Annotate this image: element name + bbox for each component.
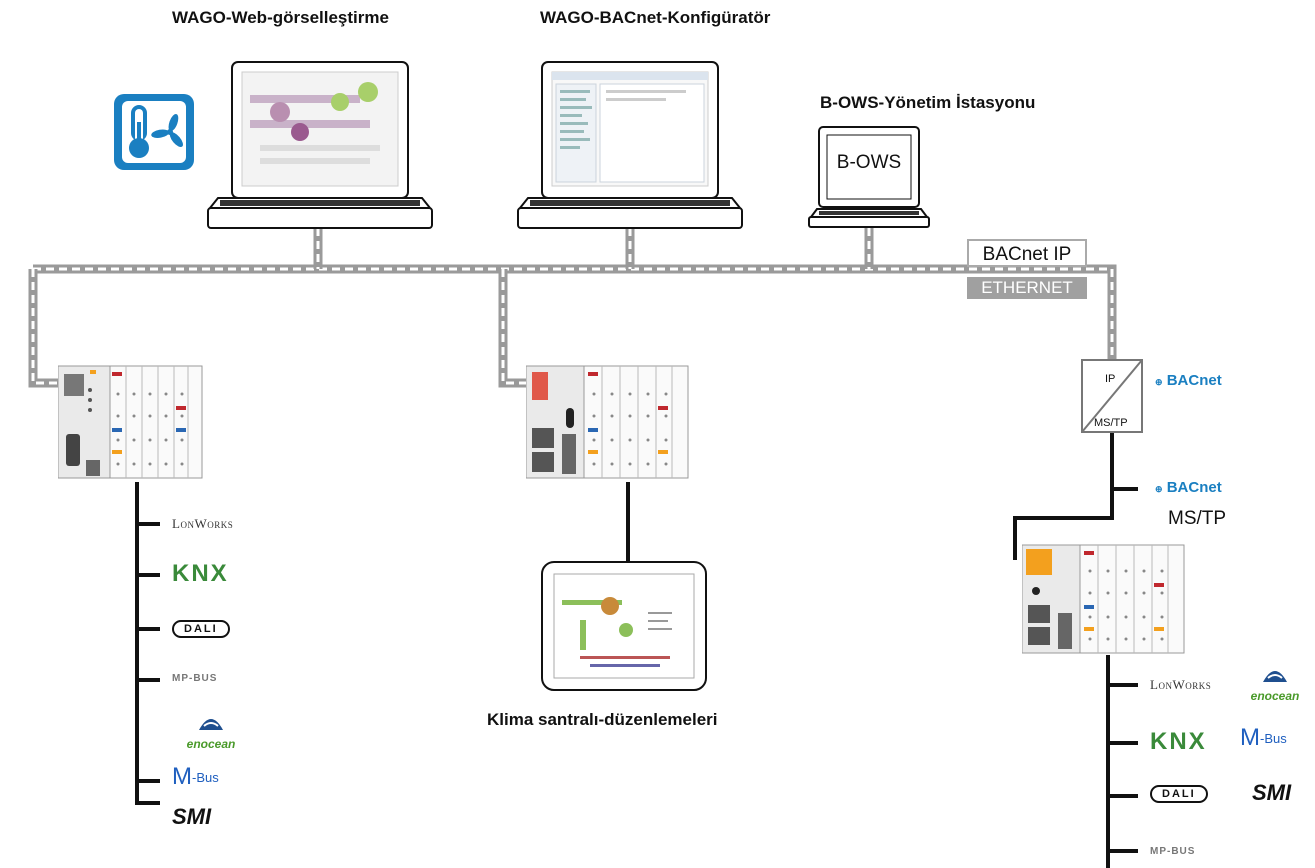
- bacnet-ip-label: BACnet IP: [967, 239, 1087, 267]
- thermometer-fan-icon: [114, 94, 194, 170]
- knx-logo-right: KNX: [1150, 728, 1207, 755]
- mpbus-logo: MP-BUS: [172, 673, 218, 684]
- controller-right: [1022, 544, 1185, 654]
- bacnet-mark-icon: ⊕: [1155, 484, 1163, 494]
- tablet-ahu: [541, 561, 707, 691]
- enocean-icon: [199, 719, 223, 730]
- ip-mstp-router: [1081, 359, 1143, 433]
- router-ip-label: IP: [1105, 373, 1116, 385]
- mbus-logo: M-Bus: [172, 763, 219, 790]
- smi-logo-right: SMI: [1252, 780, 1292, 805]
- enocean-icon: [1263, 671, 1287, 682]
- mbus-logo-right: M-Bus: [1240, 724, 1287, 751]
- controller-left: [58, 365, 203, 479]
- bacnet-configurator-title: WAGO-BACnet-Konfigüratör: [540, 8, 771, 27]
- router-mstp-label: MS/TP: [1094, 417, 1128, 429]
- bacnet-mark-icon: ⊕: [1155, 377, 1163, 387]
- ethernet-bus: [28, 228, 1117, 388]
- laptop-bacnet-configurator: [517, 61, 743, 229]
- laptop-web-visualization: [207, 61, 433, 229]
- ahu-diagram-thumbnail: [562, 597, 672, 667]
- bows-screen-label: B-OWS: [836, 152, 902, 173]
- ahu-applications-title: Klima santralı-düzenlemeleri: [487, 710, 718, 729]
- bacnet-logo-top: ⊕ BACnet: [1155, 372, 1222, 389]
- ethernet-label: ETHERNET: [967, 277, 1087, 299]
- mstp-label: MS/TP: [1168, 508, 1227, 529]
- bacnet-logo-mstp: ⊕ BACnet: [1155, 479, 1222, 496]
- hvac-visualization-thumbnail: [250, 82, 380, 164]
- enocean-logo: enocean: [176, 712, 246, 751]
- laptop-bows: [808, 126, 930, 228]
- smi-logo: SMI: [172, 804, 212, 829]
- dali-logo: DALI: [172, 620, 230, 638]
- web-visualization-title: WAGO-Web-görselleştirme: [172, 8, 389, 27]
- fieldbus-right: [1013, 430, 1138, 868]
- lonworks-logo: LonWorks: [172, 516, 234, 531]
- bows-station-title: B-OWS-Yönetim İstasyonu: [820, 93, 1036, 112]
- enocean-logo-right: enocean: [1240, 664, 1310, 703]
- configurator-window-thumbnail: [552, 72, 708, 183]
- mpbus-logo-right: MP-BUS: [1150, 846, 1196, 857]
- dali-logo-right: DALI: [1150, 785, 1208, 803]
- fieldbus-left: [135, 482, 160, 805]
- knx-logo: KNX: [172, 560, 229, 587]
- lonworks-logo-right: LonWorks: [1150, 677, 1212, 692]
- controller-center: [526, 365, 689, 479]
